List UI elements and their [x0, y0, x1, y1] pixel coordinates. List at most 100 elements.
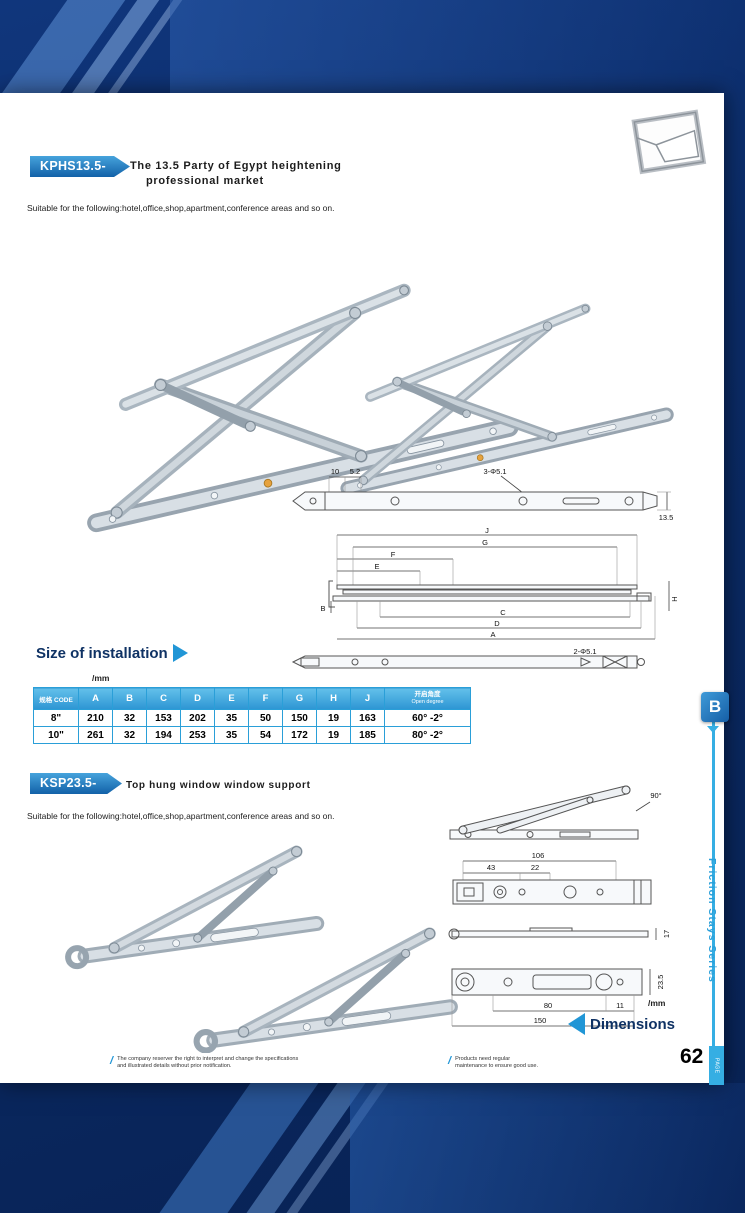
product-title-1-line1: The 13.5 Party of Egypt heightening	[130, 160, 342, 172]
dim-label-10: 10	[331, 467, 339, 476]
drawing-open-angle: 90°	[449, 785, 662, 840]
dim-label-150: 150	[534, 1016, 547, 1025]
col-header-b: B	[112, 687, 147, 710]
col-header-g: G	[282, 687, 317, 710]
cell-c: 194	[146, 726, 181, 744]
size-of-installation-heading: Size of installation	[36, 644, 188, 662]
footer-disclaimer-right: / Products need regular maintenance to e…	[448, 1056, 538, 1070]
footer-right-line2: maintenance to ensure good use.	[455, 1063, 539, 1069]
cell-c: 153	[146, 709, 181, 727]
dim-label-g: G	[482, 538, 488, 547]
installation-table: 规格 CODE A B C D E F G H J 开启角度 Open degr…	[33, 687, 471, 744]
cell-code: 10"	[33, 726, 79, 744]
dim-label-2phi: 2-Φ5.1	[573, 647, 596, 656]
cell-d: 202	[180, 709, 215, 727]
footer-left-line1: The company reserver the right to interp…	[117, 1056, 299, 1062]
page-word: PAGE	[713, 1057, 720, 1074]
dimensions-arrow-icon	[568, 1013, 585, 1035]
cell-j: 185	[350, 726, 385, 744]
table-row: 10" 261 32 194 253 35 54 172 19 185 80° …	[33, 726, 471, 744]
drawing-bottom-view: 2-Φ5.1	[291, 647, 645, 669]
drawing-top-view-2: 106 43 22	[452, 851, 652, 905]
slash-icon: /	[448, 1055, 452, 1067]
dim-label-90deg: 90°	[650, 791, 661, 800]
dim-label-c: C	[500, 608, 506, 617]
section-tab-letter: B	[708, 697, 722, 716]
footer-right-line1: Products need regular	[455, 1056, 511, 1062]
col-header-d: D	[180, 687, 215, 710]
dimensions-heading: Dimensions	[568, 1013, 675, 1035]
dim-label-43: 43	[487, 863, 495, 872]
cell-h: 19	[316, 726, 351, 744]
cell-open: 80° -2°	[384, 726, 471, 744]
dim-label-j: J	[485, 526, 489, 535]
slash-icon: /	[110, 1055, 114, 1067]
drawing-top-view: 10 5.2 3-Φ5.1 13.5	[292, 467, 674, 522]
cell-h: 19	[316, 709, 351, 727]
product-code-1: KPHS13.5-	[40, 159, 106, 173]
product-title-1-line2: professional market	[146, 175, 264, 187]
cell-b: 32	[112, 709, 147, 727]
dim-label-d: D	[494, 619, 500, 628]
bg-glow	[170, 0, 745, 93]
drawing-profile-view: 17	[448, 927, 671, 940]
dim-label-f: F	[391, 550, 396, 559]
page-number: 62	[680, 1045, 704, 1068]
cell-a: 210	[78, 709, 113, 727]
cell-f: 50	[248, 709, 283, 727]
dimensions-label: Dimensions	[590, 1015, 676, 1033]
drawing-front-view: 23.5 80 11 150	[451, 968, 665, 1027]
dim-label-23-5: 23.5	[656, 975, 665, 990]
product-code-2: KSP23.5-	[40, 776, 97, 790]
dim-label-b: B	[320, 604, 325, 613]
dim-label-5-2: 5.2	[350, 467, 360, 476]
open-degree-en: Open degree	[411, 699, 444, 705]
col-header-a: A	[78, 687, 113, 710]
unit-mm-2: /mm	[648, 998, 666, 1008]
cell-code: 8"	[33, 709, 79, 727]
open-degree-cn: 开启角度	[414, 691, 441, 698]
catalog-page: KPHS13.5- The 13.5 Party of Egypt height…	[0, 93, 724, 1083]
footer-left-line2: and illustrated details without prior no…	[117, 1063, 232, 1069]
tab-notch-icon	[707, 726, 719, 733]
page-word-block: PAGE	[709, 1046, 724, 1085]
product-code-flag-1: KPHS13.5-	[30, 156, 130, 177]
cell-e: 35	[214, 726, 249, 744]
cell-d: 253	[180, 726, 215, 744]
dim-label-h: H	[670, 596, 679, 601]
unit-mm-1: /mm	[92, 673, 110, 683]
cell-f: 54	[248, 726, 283, 744]
col-header-h: H	[316, 687, 351, 710]
side-accent-line	[712, 702, 715, 1085]
cell-g: 172	[282, 726, 317, 744]
col-header-c: C	[146, 687, 181, 710]
col-header-e: E	[214, 687, 249, 710]
suitable-text-1: Suitable for the following:hotel,office,…	[27, 203, 335, 213]
table-row: 8" 210 32 153 202 35 50 150 19 163 60° -…	[33, 709, 471, 727]
cell-open: 60° -2°	[384, 709, 471, 727]
cell-j: 163	[350, 709, 385, 727]
dim-label-80: 80	[544, 1001, 552, 1010]
drawing-side-view: J G F E B C D A H	[320, 526, 679, 640]
product-code-flag-2: KSP23.5-	[30, 773, 122, 794]
dim-label-106: 106	[532, 851, 545, 860]
dim-label-17: 17	[662, 930, 671, 938]
size-of-installation-label: Size of installation	[36, 644, 168, 662]
cell-a: 261	[78, 726, 113, 744]
suitable-text-2: Suitable for the following:hotel,office,…	[27, 811, 335, 821]
product-photo-window-supports	[20, 821, 470, 1053]
footer-disclaimer-left: / The company reserver the right to inte…	[110, 1056, 298, 1070]
product-title-2: Top hung window window support	[126, 780, 311, 791]
col-header-j: J	[350, 687, 385, 710]
cell-b: 32	[112, 726, 147, 744]
col-header-code: 规格 CODE	[33, 687, 79, 710]
cell-g: 150	[282, 709, 317, 727]
bg-glow	[350, 1083, 745, 1213]
heading-arrow-icon	[172, 644, 188, 662]
brand-logo	[631, 109, 707, 175]
dim-label-13-5: 13.5	[659, 513, 674, 522]
col-header-open-degree: 开启角度 Open degree	[384, 687, 471, 710]
section-tab-b: B	[701, 692, 729, 722]
col-header-f: F	[248, 687, 283, 710]
